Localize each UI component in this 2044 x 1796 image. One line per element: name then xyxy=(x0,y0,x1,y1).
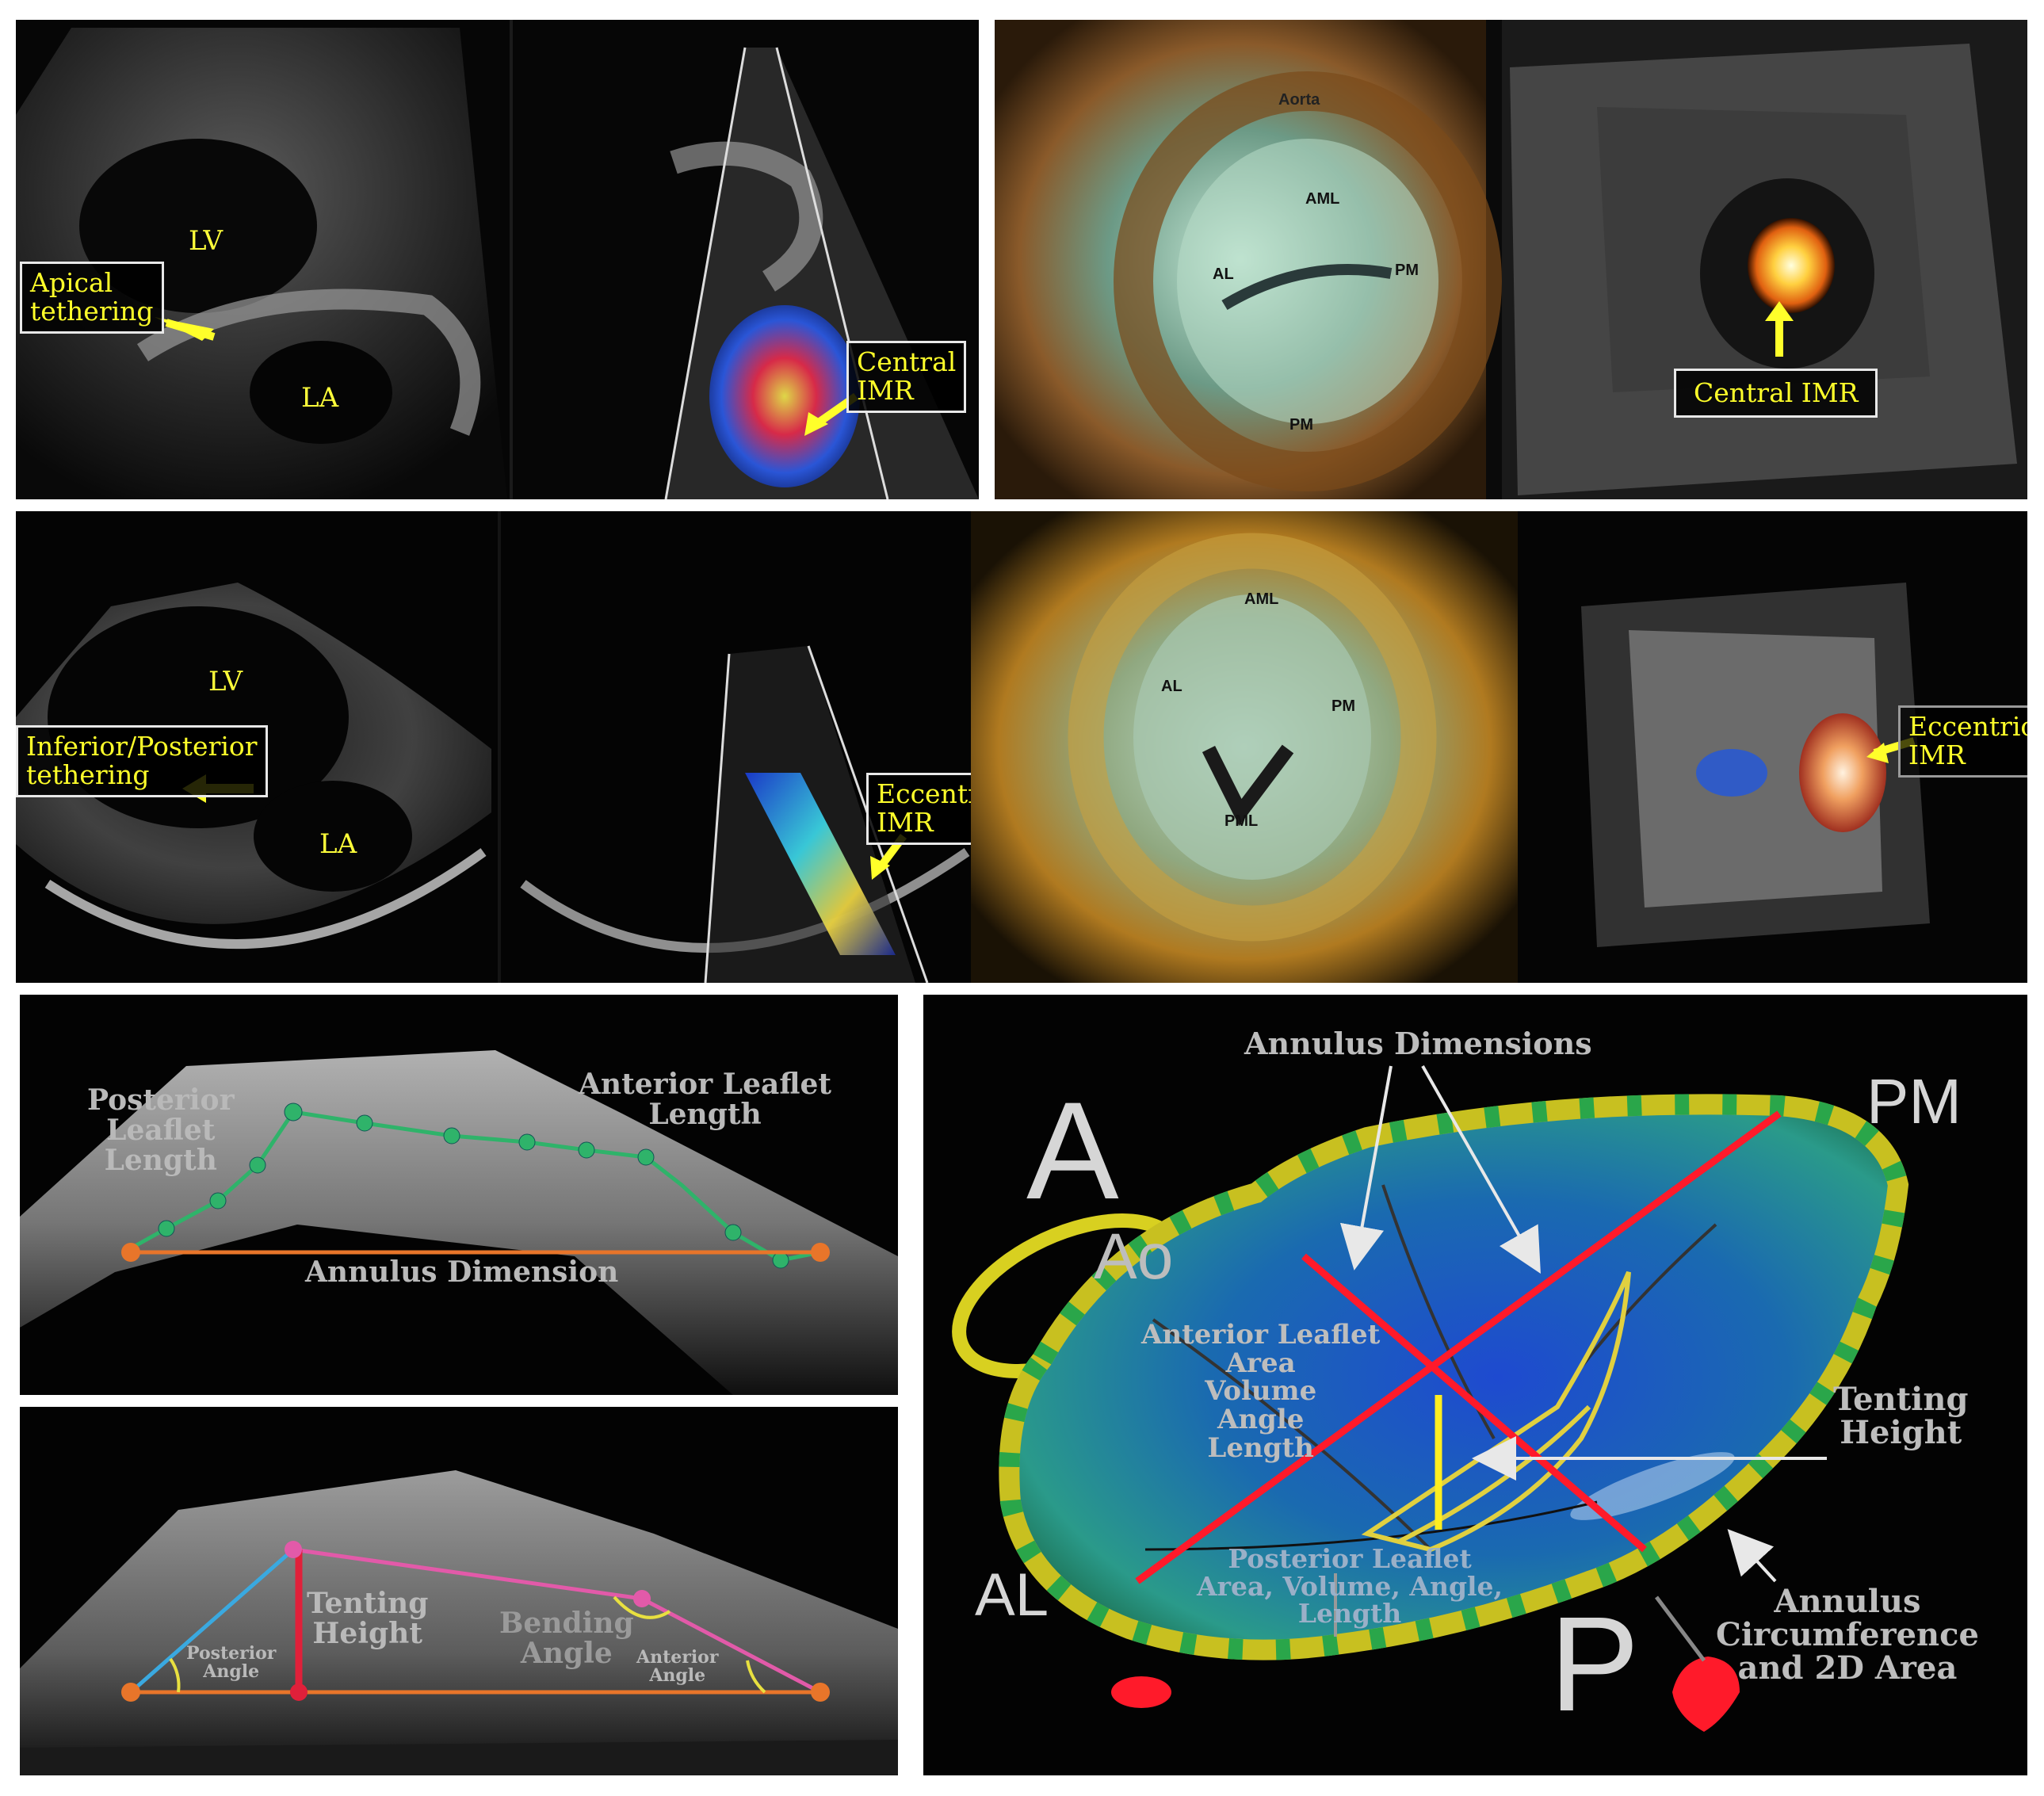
bending-angle-l2: Angle xyxy=(520,1636,613,1670)
echo-panel-eccentric-3d: AML AL PM PML Eccentric IMR xyxy=(971,511,2027,983)
label-la: LA xyxy=(301,382,339,414)
tenting-angle-diagram xyxy=(20,1407,898,1775)
tenting-height-l1: Tenting xyxy=(307,1587,429,1620)
anterior-leaflet-l2: Length xyxy=(648,1097,762,1131)
anterior-leaflet-l1: Anterior Leaflet xyxy=(579,1068,832,1101)
bending-angle-l1: Bending xyxy=(499,1607,634,1640)
anterior-leaflet-area-l1: Anterior Leaflet xyxy=(1141,1319,1381,1351)
eccentric-line-1: Eccentric xyxy=(877,778,979,809)
mitral-annulus-diagram xyxy=(923,995,2027,1775)
anterior-leaflet-area-l5: Length xyxy=(1207,1431,1314,1464)
posterior-leaflet-area-l3: Length xyxy=(1297,1598,1402,1630)
apical-tethering-callout: Apical tethering xyxy=(20,262,164,334)
label-pm-right-2: PM xyxy=(1331,697,1355,715)
echo-2d-image-eccentric xyxy=(16,511,979,983)
inferior-tethering-callout: Inferior/Posterior tethering xyxy=(16,725,268,797)
label-aorta: Aorta xyxy=(1278,91,1320,109)
label-p: P xyxy=(1549,1589,1640,1740)
label-aml-2: AML xyxy=(1244,590,1279,608)
label-pml: PML xyxy=(1224,812,1259,830)
tenting-diagram-l2: Height xyxy=(1840,1414,1962,1451)
posterior-leaflet-length-label: Posterior Leaflet Length xyxy=(87,1083,235,1177)
bending-angle-label: Bending Angle xyxy=(499,1607,634,1670)
annulus-circumference-label: Annulus Circumference and 2D Area xyxy=(1716,1585,1979,1685)
anterior-leaflet-area-l4: Angle xyxy=(1217,1404,1305,1436)
anterior-angle-label: Anterior Angle xyxy=(636,1647,719,1687)
tenting-height-diagram-label: Tenting Height xyxy=(1833,1383,1968,1450)
label-al-2: AL xyxy=(1161,678,1182,695)
posterior-leaflet-label: Posterior Leaflet Area, Volume, Angle, L… xyxy=(1197,1543,1503,1630)
anterior-angle-l1: Anterior xyxy=(636,1647,719,1668)
label-al: AL xyxy=(1213,266,1234,283)
posterior-leaflet-l1: Posterior xyxy=(87,1083,235,1117)
echo-2d-image xyxy=(16,20,979,499)
echo-3d-image xyxy=(995,20,2027,499)
label-pm: PM xyxy=(1866,1066,1962,1137)
anterior-leaflet-label: Anterior Leaflet Area Volume Angle Lengt… xyxy=(1141,1319,1381,1464)
posterior-angle-l1: Posterior xyxy=(186,1643,277,1664)
annulus-circ-l2: Circumference xyxy=(1716,1616,1979,1653)
anterior-angle-l2: Angle xyxy=(649,1665,706,1687)
posterior-leaflet-area-l1: Posterior Leaflet xyxy=(1228,1543,1472,1574)
annulus-dimensions-label: Annulus Dimensions xyxy=(1244,1026,1592,1061)
central-line-2: IMR xyxy=(857,375,914,407)
label-la-2: LA xyxy=(319,828,357,860)
posterior-leaflet-l2: Leaflet xyxy=(106,1113,216,1147)
posterior-leaflet-l3: Length xyxy=(104,1143,217,1177)
eccentric-line-2: IMR xyxy=(877,807,934,839)
central-imr-callout: Central IMR xyxy=(846,341,967,413)
leaflet-length-panel: Posterior Leaflet Length Anterior Leafle… xyxy=(20,995,898,1395)
central-line-1: Central xyxy=(857,346,957,377)
annulus-dimension-label: Annulus Dimension xyxy=(305,1255,619,1289)
label-al-diagram: AL xyxy=(975,1561,1049,1629)
eccentric-imr-callout: Eccentric IMR xyxy=(866,773,979,845)
apical-line-1: Apical xyxy=(30,267,113,298)
label-aml: AML xyxy=(1305,190,1340,208)
eccentric-imr-3d-callout: Eccentric IMR xyxy=(1898,705,2027,778)
tenting-diagram-l1: Tenting xyxy=(1833,1381,1969,1418)
annulus-circ-l1: Annulus xyxy=(1774,1583,1921,1620)
label-pm-bottom: PM xyxy=(1289,416,1313,434)
echo-panel-eccentric-2d: LV LA Inferior/Posterior tethering Eccen… xyxy=(16,511,979,983)
central-imr-3d-callout: Central IMR xyxy=(1674,369,1878,418)
leaflet-length-diagram xyxy=(20,995,898,1395)
eccentric3d-line-2: IMR xyxy=(1908,739,1966,771)
inferior-line-1: Inferior/Posterior xyxy=(26,731,258,762)
label-lv: LV xyxy=(189,225,224,257)
inferior-line-2: tethering xyxy=(26,759,150,791)
echo-3d-image-eccentric xyxy=(971,511,2027,983)
annulus-circ-l3: and 2D Area xyxy=(1737,1649,1958,1687)
apical-line-2: tethering xyxy=(30,296,154,327)
anterior-leaflet-area-l3: Volume xyxy=(1205,1375,1317,1408)
posterior-angle-label: Posterior Angle xyxy=(186,1643,277,1683)
label-ao: Ao xyxy=(1094,1221,1174,1293)
label-pm-right: PM xyxy=(1395,262,1419,279)
tenting-height-label: Tenting Height xyxy=(307,1587,429,1650)
anterior-leaflet-length-label: Anterior Leaflet Length xyxy=(579,1068,832,1131)
annulus-diagram-panel: Annulus Dimensions A Ao PM AL P Anterior… xyxy=(923,995,2027,1775)
anterior-leaflet-area-l2: Area xyxy=(1225,1347,1296,1379)
posterior-leaflet-area-l2: Area, Volume, Angle, xyxy=(1197,1570,1503,1602)
tenting-angle-panel: Tenting Height Bending Angle Posterior A… xyxy=(20,1407,898,1775)
eccentric3d-line-1: Eccentric xyxy=(1908,711,2027,742)
echo-panel-central-3d: Aorta AML AL PM PM Central IMR xyxy=(995,20,2027,499)
posterior-angle-l2: Angle xyxy=(203,1661,260,1683)
label-a: A xyxy=(1026,1074,1119,1229)
echo-panel-central-2d: LV LA Apical tethering Central IMR xyxy=(16,20,979,499)
central-imr-text: Central IMR xyxy=(1694,377,1859,408)
label-lv-2: LV xyxy=(208,666,243,697)
tenting-height-l2: Height xyxy=(312,1616,422,1650)
